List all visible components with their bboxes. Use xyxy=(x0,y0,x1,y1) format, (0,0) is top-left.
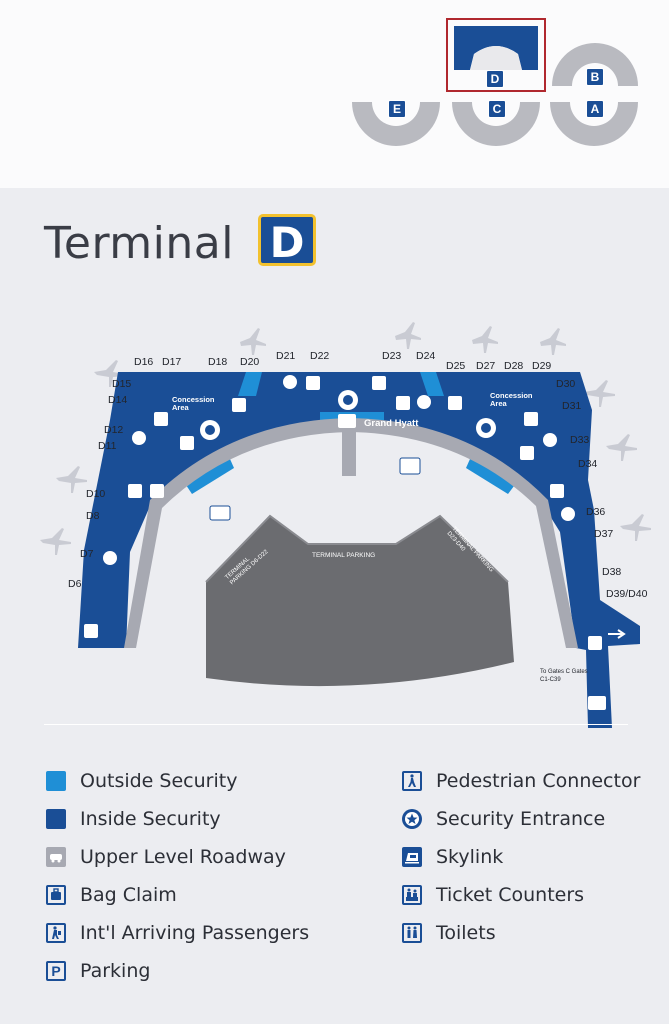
airplane-icons xyxy=(40,322,651,555)
gate-label: D14 xyxy=(108,394,128,406)
legend-skylink: Skylink xyxy=(402,844,503,870)
gate-label: D39/D40 xyxy=(606,588,648,600)
gate-label: D36 xyxy=(586,506,606,518)
gate-label: D23 xyxy=(382,350,402,362)
legend-toilets: Toilets xyxy=(402,920,496,946)
mini-terminal-d[interactable]: D xyxy=(446,18,546,92)
parking-icon: P xyxy=(46,961,66,981)
gate-label: D27 xyxy=(476,360,496,372)
mini-d-badge: D xyxy=(486,70,504,88)
terminal-d-shape-icon xyxy=(454,26,538,70)
page-title: Terminal xyxy=(44,218,234,269)
mini-terminal-c[interactable]: C xyxy=(450,96,542,152)
hotel-label: Grand Hyatt xyxy=(364,418,419,429)
mini-e-badge: E xyxy=(388,100,406,118)
roadway-car-icon xyxy=(46,847,66,867)
gate-label: D10 xyxy=(86,488,106,500)
gate-label: D31 xyxy=(562,400,582,412)
terminal-letter-badge: D xyxy=(258,214,316,267)
gate-label: D21 xyxy=(276,350,296,362)
mini-c-badge: C xyxy=(488,100,506,118)
gate-label: D11 xyxy=(98,440,117,452)
gate-label: D18 xyxy=(208,356,228,368)
legend-parking: P Parking xyxy=(46,958,150,984)
toilets-icon xyxy=(402,923,422,943)
parking-label: TERMINAL PARKING xyxy=(312,552,376,559)
terminal-e-shape-icon xyxy=(352,102,440,146)
gate-label: D7 xyxy=(80,548,94,560)
gate-label: D28 xyxy=(504,360,524,372)
ticket-counter-icon xyxy=(402,885,422,905)
security-star-icon xyxy=(402,809,422,829)
concession-area-label: Concession Area xyxy=(172,395,215,412)
gate-label: D6 xyxy=(68,578,82,590)
gate-label: D25 xyxy=(446,360,466,372)
security-entrance-icons xyxy=(200,390,496,440)
pedestrian-icon xyxy=(402,771,422,791)
gate-label: D38 xyxy=(602,566,622,578)
legend-pedestrian-connector: Pedestrian Connector xyxy=(402,768,640,794)
gate-label: D29 xyxy=(532,360,552,372)
legend-bag-claim: Bag Claim xyxy=(46,882,177,908)
intl-arrivals-icon xyxy=(46,923,66,943)
terminal-c-shape-icon xyxy=(452,102,540,146)
outside-security-swatch xyxy=(46,771,66,791)
terminal-b-shape-icon xyxy=(552,43,638,86)
terminal-map-graphic xyxy=(40,322,651,728)
gate-label: D22 xyxy=(310,350,330,362)
terminal-a-shape-icon xyxy=(550,102,638,146)
gate-label: D8 xyxy=(86,510,100,522)
legend-intl-arriving: Int'l Arriving Passengers xyxy=(46,920,309,946)
gate-label: D16 xyxy=(134,356,154,368)
mini-terminal-a[interactable]: A xyxy=(548,96,640,152)
gate-label: D20 xyxy=(240,356,260,368)
gate-label: D37 xyxy=(594,528,614,540)
gate-label: D12 xyxy=(104,424,124,436)
gate-label: D15 xyxy=(112,378,132,390)
terminal-map: D16 D17 D18 D20 D21 D22 D23 D24 D25 D27 … xyxy=(0,300,669,730)
mini-terminal-b[interactable]: B xyxy=(550,36,640,92)
terminal-overview: D B E C A xyxy=(0,0,669,188)
gate-label: D30 xyxy=(556,378,576,390)
divider xyxy=(44,724,628,725)
legend-outside-security: Outside Security xyxy=(46,768,237,794)
gate-label: D34 xyxy=(578,458,598,470)
mini-b-badge: B xyxy=(586,68,604,86)
to-gates-c-label: To Gates C Gates C1-C39 xyxy=(540,669,588,683)
gate-label: D17 xyxy=(162,356,182,368)
gate-label: D24 xyxy=(416,350,436,362)
legend-inside-security: Inside Security xyxy=(46,806,221,832)
bag-claim-icon xyxy=(46,885,66,905)
legend-upper-level-roadway: Upper Level Roadway xyxy=(46,844,286,870)
inside-security-swatch xyxy=(46,809,66,829)
legend-ticket-counters: Ticket Counters xyxy=(402,882,584,908)
amenity-icons xyxy=(84,375,606,710)
legend-security-entrance: Security Entrance xyxy=(402,806,605,832)
concession-area-label: Concession Area xyxy=(490,391,533,408)
mini-terminal-e[interactable]: E xyxy=(350,96,442,152)
mini-a-badge: A xyxy=(586,100,604,118)
gate-label: D33 xyxy=(570,434,590,446)
skylink-train-icon xyxy=(402,847,422,867)
